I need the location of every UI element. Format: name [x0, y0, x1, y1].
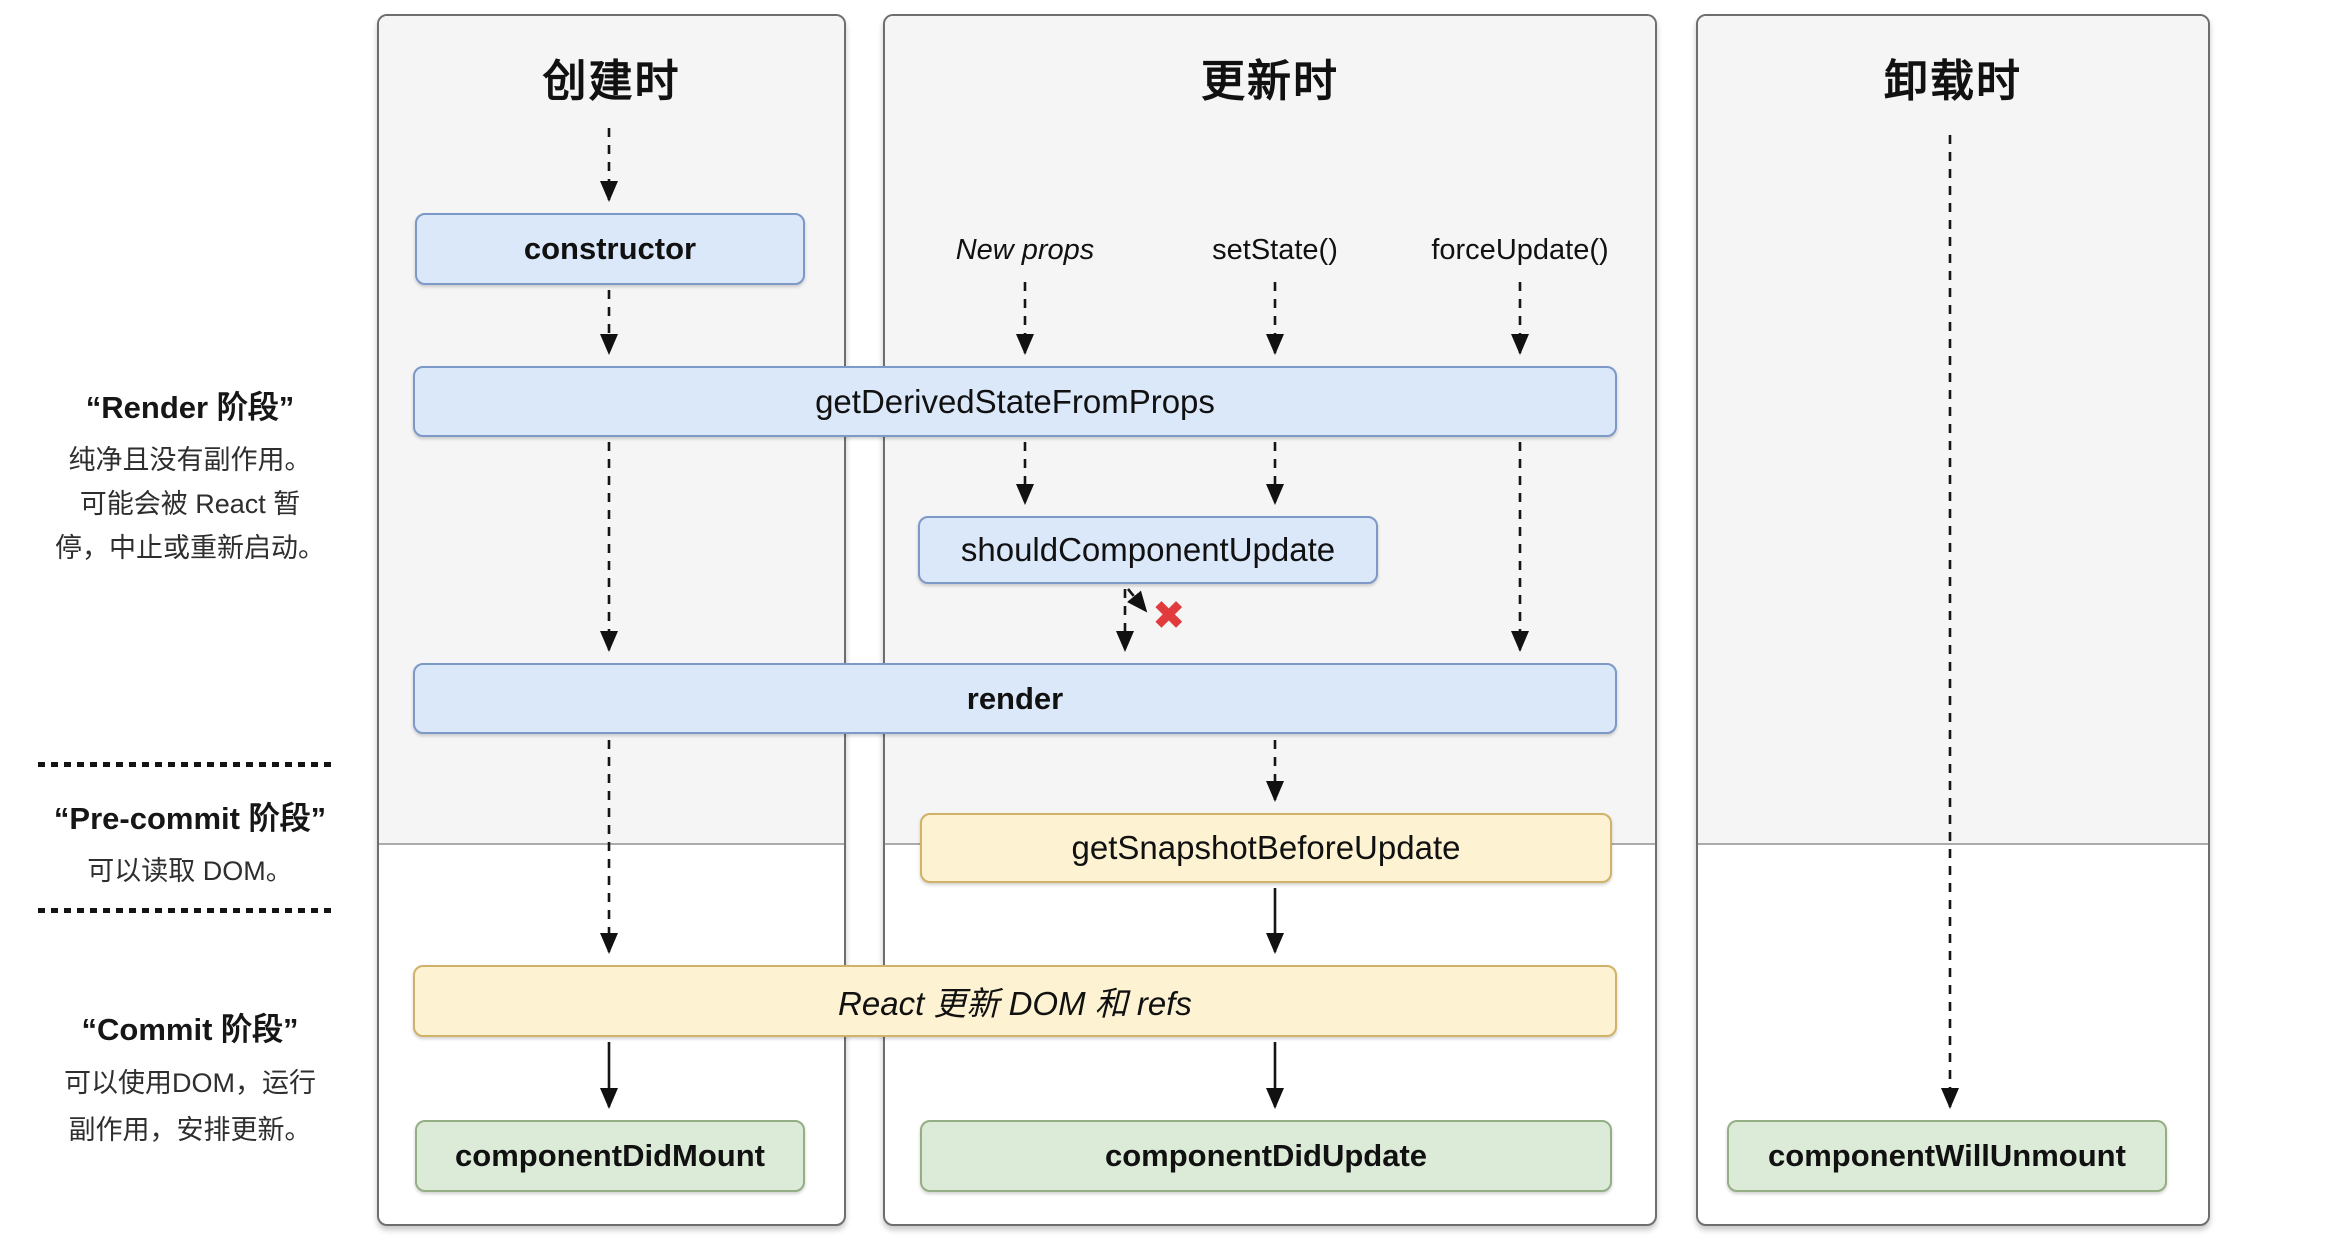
render-phase-title: “Render 阶段” [85, 390, 295, 425]
component-did-mount-box: componentDidMount [415, 1120, 805, 1192]
component-will-unmount-box: componentWillUnmount [1727, 1120, 2167, 1192]
phase-divider [38, 908, 334, 913]
render-phase-line: 可能会被 React 暂 [79, 489, 301, 519]
skip-render-x-icon: ✖ [1152, 594, 1186, 638]
render-phase-line: 纯净且没有副作用。 [68, 445, 312, 475]
commit-phase-description: 可以使用DOM，运行 副作用，安排更新。 [20, 1060, 360, 1154]
trigger-new-props: New props [955, 233, 1095, 266]
commit-phase-line: 副作用，安排更新。 [68, 1115, 312, 1145]
unmounting-column-panel [1696, 14, 2210, 1226]
commit-phase-title: “Commit 阶段” [81, 1012, 299, 1047]
unmounting-column-header: 卸载时 [1884, 57, 2022, 106]
should-component-update-box: shouldComponentUpdate [918, 516, 1378, 584]
render-box: render [413, 663, 1617, 734]
get-snapshot-before-update-box: getSnapshotBeforeUpdate [920, 813, 1612, 883]
get-derived-state-from-props-box: getDerivedStateFromProps [413, 366, 1617, 437]
updating-column-header: 更新时 [1201, 57, 1339, 106]
pre-commit-phase-line: 可以读取 DOM。 [87, 856, 293, 886]
pre-commit-phase-title: “Pre-commit 阶段” [53, 801, 327, 836]
render-phase-description: 纯净且没有副作用。 可能会被 React 暂 停，中止或重新启动。 [20, 438, 360, 570]
unmounting-render-phase-region [1698, 16, 2208, 845]
constructor-box: constructor [415, 213, 805, 285]
mounting-column-panel [377, 14, 846, 1226]
commit-phase-line: 可以使用DOM，运行 [64, 1068, 316, 1098]
trigger-force-update: forceUpdate() [1431, 233, 1609, 266]
mounting-column-header: 创建时 [542, 57, 681, 106]
updating-column-panel [883, 14, 1657, 1226]
render-phase-line: 停，中止或重新启动。 [55, 533, 325, 563]
phase-divider [38, 762, 334, 767]
component-did-update-box: componentDidUpdate [920, 1120, 1612, 1192]
react-updates-dom-box: React 更新 DOM 和 refs [413, 965, 1617, 1037]
trigger-set-state: setState() [1212, 233, 1338, 266]
pre-commit-phase-description: 可以读取 DOM。 [20, 849, 360, 893]
